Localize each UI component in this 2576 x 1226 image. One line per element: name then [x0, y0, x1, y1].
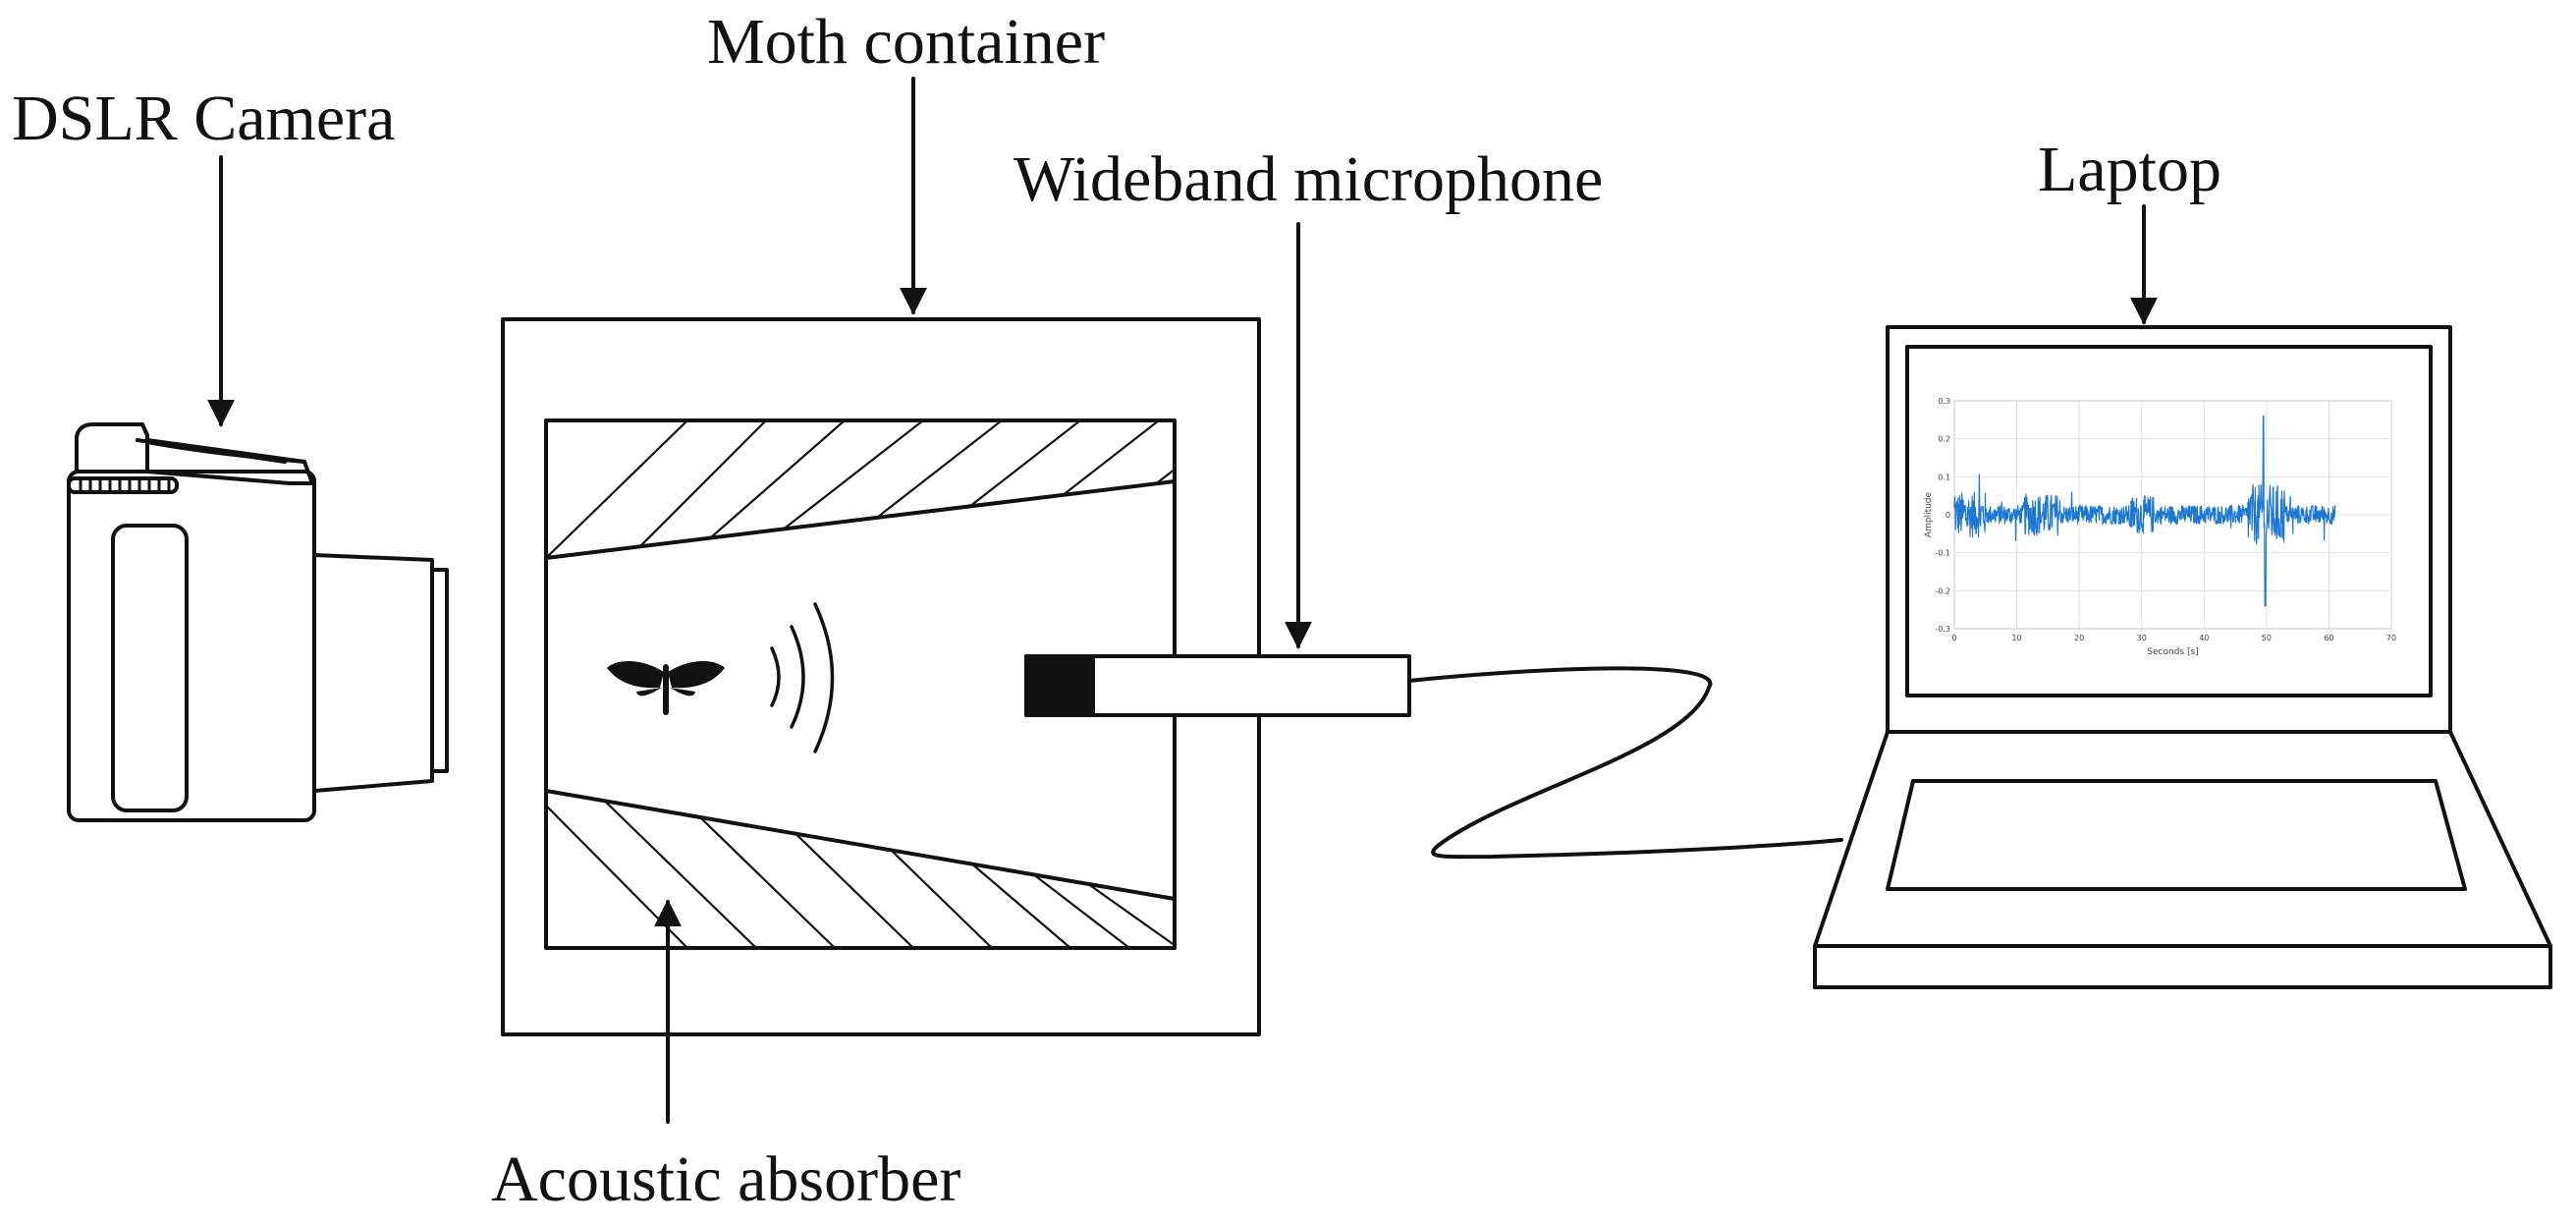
plot-xlabel: Seconds [s]	[2147, 647, 2198, 657]
x-tick-label: 30	[2137, 634, 2147, 642]
label-laptop: Laptop	[2038, 134, 2221, 205]
label-acoustic-absorber: Acoustic absorber	[491, 1143, 961, 1215]
signal-trace	[1953, 415, 2336, 607]
microphone-cable	[1407, 666, 1843, 860]
x-tick-label: 50	[2262, 634, 2272, 642]
label-wideband-microphone: Wideband microphone	[1014, 143, 1604, 215]
plot-ylabel: Amplitude	[1924, 491, 1934, 537]
y-tick-label: -0.3	[1935, 625, 1950, 634]
y-tick-label: 0.2	[1938, 435, 1950, 444]
dslr-camera-icon	[67, 422, 449, 822]
acoustic-absorber-hatching	[546, 420, 1175, 558]
y-tick-label: -0.2	[1935, 586, 1950, 595]
y-tick-label: 0.1	[1938, 473, 1950, 481]
x-tick-label: 70	[2386, 634, 2396, 642]
y-tick-label: 0.3	[1938, 397, 1950, 406]
y-tick-label: 0	[1946, 511, 1950, 520]
x-tick-label: 10	[2011, 634, 2021, 642]
acoustic-absorber-hatching-lower	[546, 791, 1175, 948]
moth-icon	[607, 661, 725, 715]
sound-waves	[770, 602, 835, 753]
x-tick-label: 40	[2199, 634, 2209, 642]
label-moth-container: Moth container	[707, 6, 1106, 78]
moth-container	[501, 317, 1261, 1036]
callout-arrows	[207, 77, 2158, 1124]
x-tick-label: 0	[1951, 634, 1956, 642]
laptop-icon	[1813, 325, 2552, 989]
laptop-screen-plot: 0 10 20 30 40 50 60 70 0.3 0.2 0.1 0 -0.1 -0.2 -0.3Sec…	[1924, 397, 2396, 657]
wideband-microphone	[1024, 654, 1411, 717]
label-dslr-camera: DSLR Camera	[12, 83, 396, 154]
x-tick-label: 60	[2324, 634, 2333, 642]
y-tick-label: -0.1	[1935, 549, 1950, 558]
x-tick-label: 20	[2074, 634, 2084, 642]
